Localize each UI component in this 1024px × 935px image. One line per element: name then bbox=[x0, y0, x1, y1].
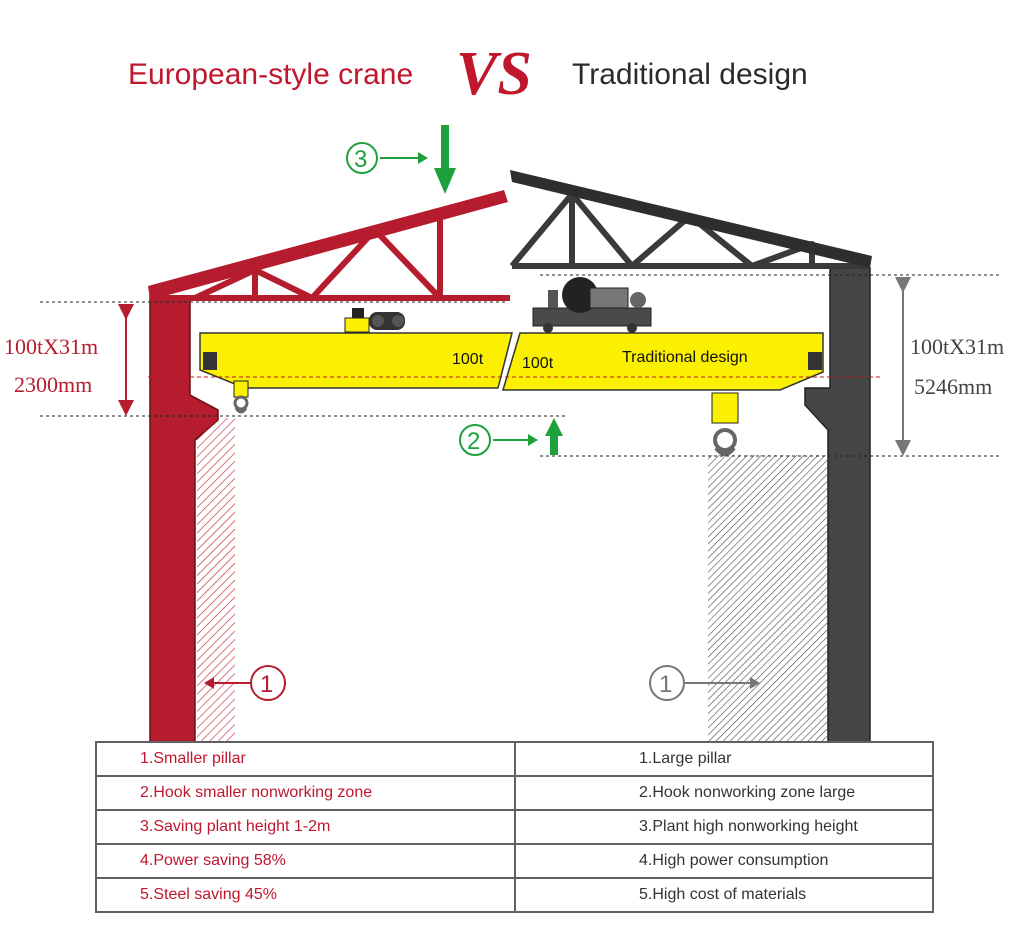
vs-logo: VS bbox=[452, 38, 548, 108]
european-hook bbox=[233, 380, 249, 414]
left-spec-label: 100tX31m bbox=[4, 334, 98, 359]
marker-1-right-number: 1 bbox=[659, 671, 672, 698]
traditional-title: Traditional design bbox=[572, 58, 808, 91]
crane-beam-right bbox=[501, 332, 824, 391]
traditional-cell: 5.High cost of materials bbox=[514, 877, 934, 913]
left-height-label: 2300mm bbox=[14, 372, 92, 397]
european-cell: 4.Power saving 58% bbox=[95, 843, 516, 879]
traditional-hook bbox=[711, 392, 739, 456]
traditional-cell: 4.High power consumption bbox=[514, 843, 934, 879]
right-height-label: 5246mm bbox=[914, 374, 992, 399]
traditional-cell: 2.Hook nonworking zone large bbox=[514, 775, 934, 811]
traditional-cell: 1.Large pillar bbox=[514, 741, 934, 777]
comparison-table: 1.Smaller pillar 1.Large pillar 2.Hook s… bbox=[95, 741, 934, 913]
european-cell: 5.Steel saving 45% bbox=[95, 877, 516, 913]
marker-2: 2 bbox=[459, 424, 538, 456]
traditional-nonworking-zone bbox=[708, 455, 828, 742]
marker-1-left: 1 bbox=[204, 665, 286, 701]
traditional-pillar bbox=[804, 267, 871, 743]
traditional-cell: 3.Plant high nonworking height bbox=[514, 809, 934, 845]
european-trolley bbox=[344, 308, 405, 333]
table-row: 2.Hook smaller nonworking zone 2.Hook no… bbox=[95, 775, 934, 811]
right-end-wheel bbox=[808, 352, 822, 370]
marker-1-left-number: 1 bbox=[260, 671, 273, 698]
european-cell: 1.Smaller pillar bbox=[95, 741, 516, 777]
beam-traditional-label: Traditional design bbox=[622, 349, 748, 366]
marker-1-right: 1 bbox=[649, 665, 760, 701]
right-spec-label: 100tX31m bbox=[910, 334, 1004, 359]
table-row: 4.Power saving 58% 4.High power consumpt… bbox=[95, 843, 934, 879]
vs-text: VS bbox=[456, 40, 532, 104]
table-row: 5.Steel saving 45% 5.High cost of materi… bbox=[95, 877, 934, 913]
beam-capacity-right: 100t bbox=[522, 355, 554, 372]
crane-beam-left bbox=[199, 332, 513, 389]
european-cell: 2.Hook smaller nonworking zone bbox=[95, 775, 516, 811]
left-end-wheel bbox=[203, 352, 217, 370]
beam-capacity-left: 100t bbox=[452, 351, 484, 368]
european-roof-cap bbox=[148, 190, 508, 300]
crane-beam bbox=[199, 332, 824, 391]
table-row: 1.Smaller pillar 1.Large pillar bbox=[95, 741, 934, 777]
european-cell: 3.Saving plant height 1-2m bbox=[95, 809, 516, 845]
down-arrow-icon bbox=[434, 125, 456, 194]
traditional-trolley bbox=[532, 277, 652, 333]
european-nonworking-zone bbox=[197, 418, 235, 742]
table-row: 3.Saving plant height 1-2m 3.Plant high … bbox=[95, 809, 934, 845]
up-arrow-icon bbox=[545, 418, 563, 455]
marker-2-number: 2 bbox=[467, 428, 480, 455]
marker-3: 3 bbox=[346, 142, 428, 174]
traditional-roof-cap bbox=[510, 170, 872, 268]
marker-3-number: 3 bbox=[354, 146, 367, 173]
european-title: European-style crane bbox=[128, 58, 414, 91]
